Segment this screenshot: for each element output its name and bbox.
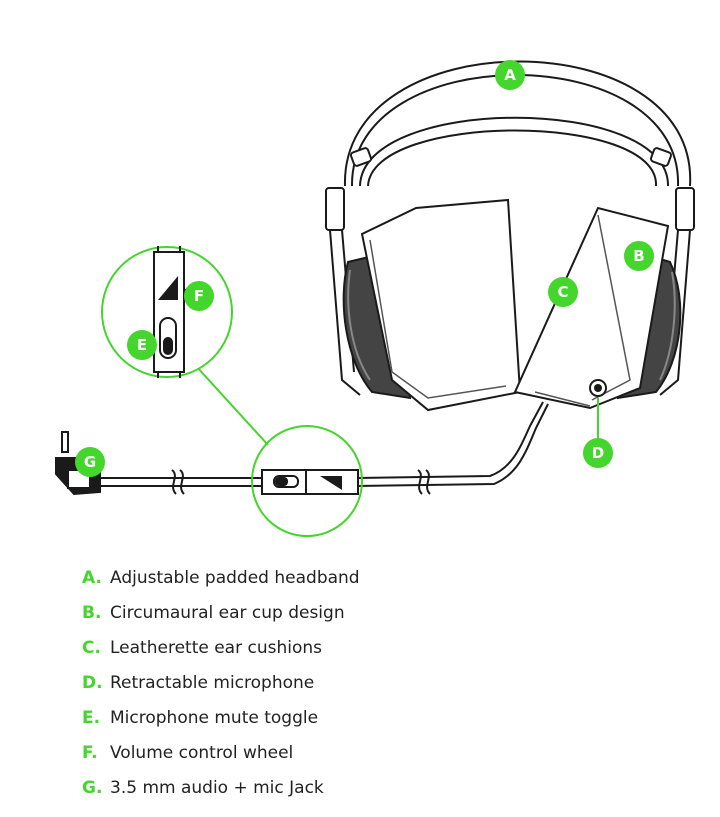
legend-item-d: D. Retractable microphone: [82, 666, 360, 701]
legend-letter: D.: [82, 673, 103, 693]
left-ear-cup: [342, 198, 522, 412]
cable-break-marks: [171, 469, 431, 495]
inline-control-magnifier: [251, 425, 363, 537]
legend-letter: C.: [82, 638, 101, 658]
svg-text:D: D: [592, 444, 604, 462]
legend-item-g: G. 3.5 mm audio + mic Jack: [82, 771, 360, 806]
callout-g: G: [75, 447, 105, 477]
callout-f: F: [184, 281, 214, 311]
legend-letter: F.: [82, 743, 98, 763]
legend-item-f: F. Volume control wheel: [82, 736, 360, 771]
legend-text: Leatherette ear cushions: [110, 638, 322, 658]
legend-item-b: B. Circumaural ear cup design: [82, 596, 360, 631]
legend-text: Adjustable padded headband: [110, 568, 360, 588]
right-ear-cup: [513, 206, 682, 410]
callout-e: E: [127, 330, 157, 360]
inline-control: [261, 469, 359, 495]
legend-text: Retractable microphone: [110, 673, 315, 693]
legend-letter: E.: [82, 708, 101, 728]
headband-sliders: [325, 147, 695, 231]
svg-text:E: E: [137, 336, 147, 354]
legend-item-c: C. Leatherette ear cushions: [82, 631, 360, 666]
legend-letter: G.: [82, 778, 103, 798]
callout-a: A: [495, 60, 525, 90]
control-detail-magnifier: [101, 246, 233, 378]
legend-text: Volume control wheel: [110, 743, 294, 763]
legend-letter: A.: [82, 568, 102, 588]
legend-text: Circumaural ear cup design: [110, 603, 345, 623]
callout-b: B: [624, 241, 654, 271]
headset-diagram: A B C D E F G: [55, 60, 695, 537]
svg-text:C: C: [557, 283, 568, 301]
legend-text: Microphone mute toggle: [110, 708, 319, 728]
parts-legend: A. Adjustable padded headband B. Circumaur…: [82, 561, 360, 806]
svg-text:G: G: [84, 453, 96, 471]
zoom-lines: [195, 365, 599, 446]
microphone-port: [589, 379, 607, 397]
headband: [343, 60, 692, 187]
callout-d: D: [583, 438, 613, 468]
control-detail: [153, 246, 192, 378]
legend-text: 3.5 mm audio + mic Jack: [110, 778, 324, 798]
svg-text:A: A: [504, 66, 516, 84]
legend-letter: B.: [82, 603, 102, 623]
svg-text:F: F: [194, 287, 204, 305]
callout-c: C: [548, 277, 578, 307]
legend-item-e: E. Microphone mute toggle: [82, 701, 360, 736]
legend-item-a: A. Adjustable padded headband: [82, 561, 360, 596]
svg-text:B: B: [633, 247, 644, 265]
